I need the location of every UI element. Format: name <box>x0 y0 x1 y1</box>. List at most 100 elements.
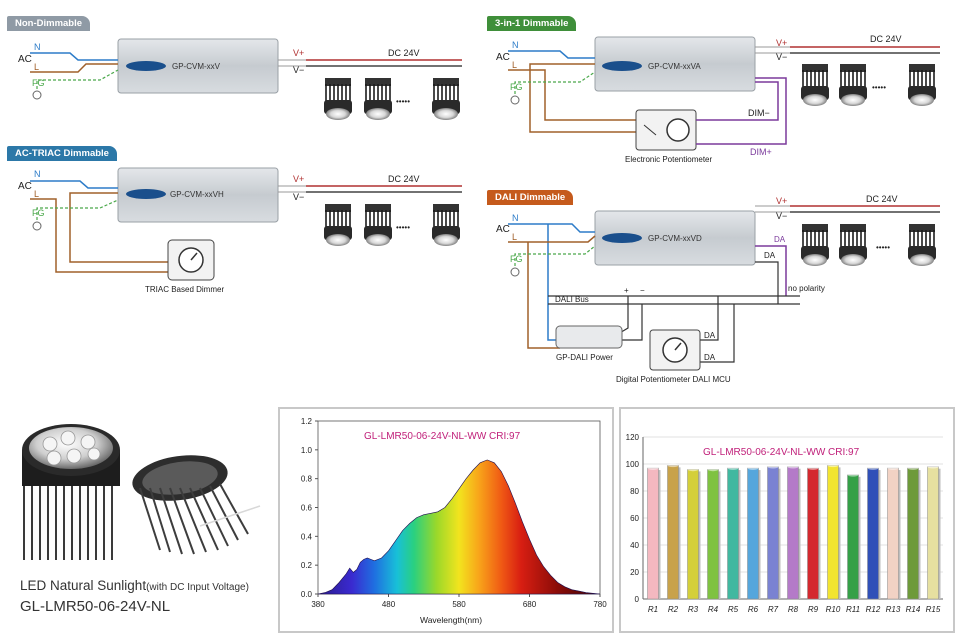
x-tick-label: R12 <box>866 605 881 614</box>
cri-bar-R6 <box>747 467 759 600</box>
led-lamp <box>907 223 937 267</box>
bar-cap <box>727 466 739 470</box>
led-lamp <box>838 63 868 107</box>
wire-fg <box>36 69 119 89</box>
led-lamp <box>323 203 353 247</box>
ground-icon <box>32 221 42 231</box>
driver-label: GP-CVM-xxVD <box>648 234 702 243</box>
wire-n <box>30 52 118 61</box>
vminus-label: V− <box>776 52 787 62</box>
vplus-label: V+ <box>293 174 304 184</box>
bar-cap <box>927 464 939 469</box>
dim-minus-label: DIM− <box>748 108 770 118</box>
wire-dim-minus <box>696 81 779 121</box>
ac-label: AC <box>18 54 32 65</box>
bus-plus-label: + <box>624 286 629 295</box>
bar-cap <box>707 467 719 472</box>
x-tick-label: R9 <box>808 605 819 614</box>
y-tick-label: 100 <box>626 460 640 469</box>
power-label: GP-DALI Power <box>556 353 613 362</box>
da-label-1: DA <box>774 235 786 244</box>
mcu-da-2: DA <box>704 353 716 362</box>
cri-bar-R3 <box>687 469 699 600</box>
led-lamp <box>800 223 830 267</box>
n-label: N <box>512 213 519 223</box>
no-polarity-label: no polarity <box>788 284 825 293</box>
cri-bar-R1 <box>647 467 659 600</box>
product-caption-small: (with DC Input Voltage) <box>146 582 249 593</box>
ac-label: AC <box>496 52 510 63</box>
wire-dim <box>69 192 168 263</box>
brand-logo <box>602 61 642 71</box>
x-tick-label: R4 <box>708 605 719 614</box>
vminus-label: V− <box>776 211 787 221</box>
product-caption-model: GL-LMR50-06-24V-NL <box>20 598 171 615</box>
x-tick-label: R14 <box>906 605 921 614</box>
driver-label: GP-CVM-xxVH <box>170 190 224 199</box>
diagram-3in1: GP-CVM-xxVA AC N L FG Electronic Potenti… <box>496 34 940 164</box>
y-tick-label: 20 <box>630 568 639 577</box>
dc-label: DC 24V <box>870 34 902 44</box>
tag-3in1: 3-in-1 Dimmable <box>487 16 577 31</box>
y-tick-label: 80 <box>630 487 639 496</box>
cri-bar-R4 <box>707 469 719 600</box>
x-tick-label: R15 <box>926 605 941 614</box>
wire-n <box>508 50 595 59</box>
tag-non-dimmable: Non-Dimmable <box>7 16 91 31</box>
y-tick-label: 40 <box>630 541 639 550</box>
vplus-label: V+ <box>293 48 304 58</box>
ac-label: AC <box>496 224 510 235</box>
product-caption-main: LED Natural Sunlight <box>20 578 147 593</box>
dc-label: DC 24V <box>388 48 420 58</box>
dc-label: DC 24V <box>866 194 898 204</box>
l-label: L <box>512 232 517 242</box>
fg-label: FG <box>32 78 45 88</box>
bar-cap <box>847 473 859 477</box>
l-label: L <box>34 62 39 72</box>
y-tick-label: 0.8 <box>301 475 313 484</box>
y-tick-label: 0.4 <box>301 532 313 541</box>
x-tick-label: 780 <box>593 600 607 609</box>
x-tick-label: R1 <box>648 605 658 614</box>
cri-bar-R12 <box>867 467 879 600</box>
wire-da2 <box>755 261 779 304</box>
led-lamp <box>431 203 461 247</box>
spectrum-title: GL-LMR50-06-24V-NL-WW CRI:97 <box>364 431 521 442</box>
bar-cap <box>827 463 839 468</box>
cri-bar-R14 <box>907 467 919 600</box>
da-label-2: DA <box>764 251 776 260</box>
diagram-triac: GP-CVM-xxVH AC N L FG TRIAC Based Dimmer… <box>18 167 462 294</box>
cri-bar-R7 <box>767 466 779 600</box>
driver-label: GP-CVM-xxV <box>172 62 221 71</box>
cri-bar-R10 <box>827 465 839 600</box>
brand-logo <box>126 61 166 71</box>
x-tick-label: R6 <box>748 605 759 614</box>
x-tick-label: 480 <box>382 600 396 609</box>
led-lamp <box>838 223 868 267</box>
vminus-label: V− <box>293 65 304 75</box>
more-dots: ••••• <box>872 83 886 92</box>
n-label: N <box>34 42 41 52</box>
wire-l <box>508 235 596 243</box>
product-photo <box>22 424 261 560</box>
more-dots: ••••• <box>396 97 410 106</box>
fg-label: FG <box>510 254 523 264</box>
wire-l2 <box>527 242 560 349</box>
wire-fg <box>514 71 596 94</box>
wire-da1 <box>755 245 787 296</box>
led-lamp <box>800 63 830 107</box>
led-lamp <box>363 77 393 121</box>
x-tick-label: R11 <box>846 605 860 614</box>
brand-logo <box>602 233 642 243</box>
y-tick-label: 0.2 <box>301 561 313 570</box>
gp-dali-power <box>555 325 623 349</box>
x-tick-label: R5 <box>728 605 739 614</box>
y-tick-label: 1.0 <box>301 446 313 455</box>
cri-bar-R5 <box>727 467 739 600</box>
wire-l <box>30 63 118 73</box>
bar-cap <box>787 464 799 469</box>
